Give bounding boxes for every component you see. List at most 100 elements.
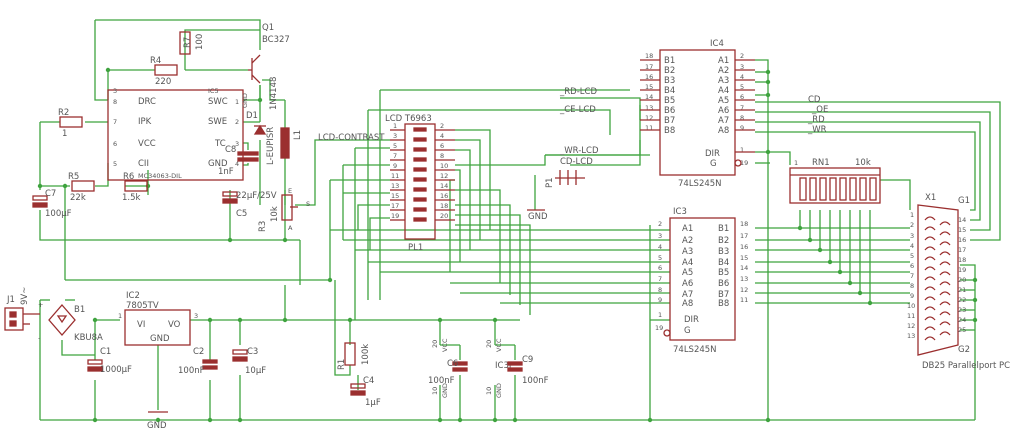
resistor-r7: R7 100	[179, 31, 205, 55]
svg-text:13: 13	[391, 182, 399, 190]
c8-value: 1nF	[218, 167, 234, 177]
svg-text:16: 16	[740, 243, 748, 251]
r6-value: 1.5k	[122, 193, 141, 203]
svg-text:A4: A4	[718, 86, 729, 96]
svg-text:B2: B2	[718, 236, 729, 246]
x1-label: X1	[925, 193, 936, 203]
svg-text:A3: A3	[682, 247, 693, 257]
r5-value: 22k	[70, 193, 86, 203]
svg-text:10: 10	[485, 387, 493, 395]
svg-text:24: 24	[958, 316, 966, 324]
resistor-r5: R5 22k	[68, 172, 95, 203]
l1-label: L1	[293, 130, 303, 140]
net-wr-lcd: _WR-LCD	[559, 146, 599, 156]
resistor-r1: R1 100k	[337, 342, 371, 370]
svg-text:4: 4	[440, 132, 444, 140]
svg-text:7: 7	[658, 275, 662, 283]
svg-text:B1: B1	[664, 56, 675, 66]
svg-text:B3: B3	[718, 247, 729, 257]
c4-value: 1µF	[365, 398, 381, 408]
svg-text:10: 10	[440, 162, 448, 170]
gnd-symbol-p1: GND	[527, 209, 548, 222]
power-pins-ic4p: 20 VCC 10 GND	[431, 338, 449, 398]
svg-text:2: 2	[910, 221, 914, 229]
j1-value: 9V~	[20, 287, 30, 305]
vcc-label-1: VCC	[441, 338, 449, 352]
svg-text:1: 1	[740, 146, 744, 154]
gnd-label-p1: GND	[528, 212, 548, 222]
svg-text:3: 3	[194, 312, 198, 320]
capacitor-c2: C2 100nF	[178, 347, 218, 376]
net-wr: _WR	[807, 125, 827, 135]
r4-label: R4	[150, 56, 161, 66]
j1-label: J1	[6, 295, 15, 305]
resistor-r6: R6 1.5k	[122, 172, 148, 203]
svg-text:14: 14	[958, 216, 966, 224]
svg-text:B5: B5	[718, 268, 729, 278]
ic5-value: MC34063-DIL	[138, 172, 182, 180]
svg-text:2: 2	[658, 220, 662, 228]
c1-label: C1	[100, 347, 111, 357]
svg-text:A7: A7	[718, 116, 729, 126]
d1-label: D1	[246, 111, 258, 121]
c5-value: 22µF/25V	[236, 191, 277, 201]
c8-label: C8	[225, 145, 236, 155]
junction-dots	[37, 67, 978, 423]
svg-text:9: 9	[910, 292, 914, 300]
ic5-swe: SWE	[208, 117, 227, 127]
svg-text:13: 13	[907, 332, 915, 340]
capacitor-c3: C3 10µF	[232, 347, 266, 376]
svg-text:21: 21	[958, 286, 966, 294]
svg-text:A8: A8	[718, 126, 729, 136]
svg-text:14: 14	[740, 264, 748, 272]
ic2-label: IC2	[126, 291, 140, 301]
svg-text:A8: A8	[682, 299, 693, 309]
inductor-l1: L1 L-EUPISR	[266, 127, 303, 165]
svg-text:5: 5	[658, 254, 662, 262]
svg-text:B5: B5	[664, 96, 675, 106]
svg-text:19: 19	[655, 324, 663, 332]
svg-text:3: 3	[235, 140, 239, 148]
svg-text:19: 19	[958, 266, 966, 274]
power-pins-ic3p: 20 VCC 10 GND IC3P	[485, 338, 514, 398]
svg-text:2: 2	[440, 122, 444, 130]
svg-text:2: 2	[740, 52, 744, 60]
svg-text:15: 15	[740, 254, 748, 262]
svg-text:5: 5	[393, 142, 397, 150]
r7-label: R7	[183, 37, 193, 48]
ic3-label: IC3	[673, 207, 687, 217]
ic3p-label: IC3P	[495, 361, 514, 371]
potentiometer-r3: R3 10k E A S	[258, 187, 310, 232]
net-cd-lcd: CD-LCD	[560, 157, 593, 167]
capacitor-c5: 22µF/25V C5	[222, 191, 277, 219]
c2-label: C2	[193, 347, 204, 357]
svg-text:12: 12	[440, 172, 448, 180]
svg-text:A6: A6	[718, 106, 729, 116]
svg-text:10: 10	[431, 387, 439, 395]
ic5-drc: DRC	[138, 97, 156, 107]
svg-text:8: 8	[658, 286, 662, 294]
c5-label: C5	[236, 209, 247, 219]
c1-value: 1000µF	[100, 365, 132, 375]
svg-text:B4: B4	[664, 86, 675, 96]
svg-text:A1: A1	[682, 224, 693, 234]
r7-value: 100	[195, 34, 205, 50]
resistor-r4: R4 220	[150, 56, 178, 87]
b1-value: KBU8A	[74, 333, 103, 343]
svg-text:20: 20	[440, 212, 448, 220]
svg-text:13: 13	[645, 104, 653, 112]
ic5-gnd: GND	[208, 159, 228, 169]
ic4-dir: DIR	[705, 149, 720, 159]
ic5-pin3: 3	[113, 87, 117, 95]
svg-text:A1: A1	[718, 56, 729, 66]
svg-text:23: 23	[958, 306, 966, 314]
jumper-p1: P1	[545, 170, 585, 188]
connector-j1: J1 9V~	[4, 287, 40, 331]
svg-text:5: 5	[910, 252, 914, 260]
r3-value: 10k	[270, 206, 280, 222]
svg-text:25: 25	[958, 326, 966, 334]
svg-text:-: -	[38, 334, 41, 342]
diode-d1: D1 1N4148	[246, 77, 279, 135]
